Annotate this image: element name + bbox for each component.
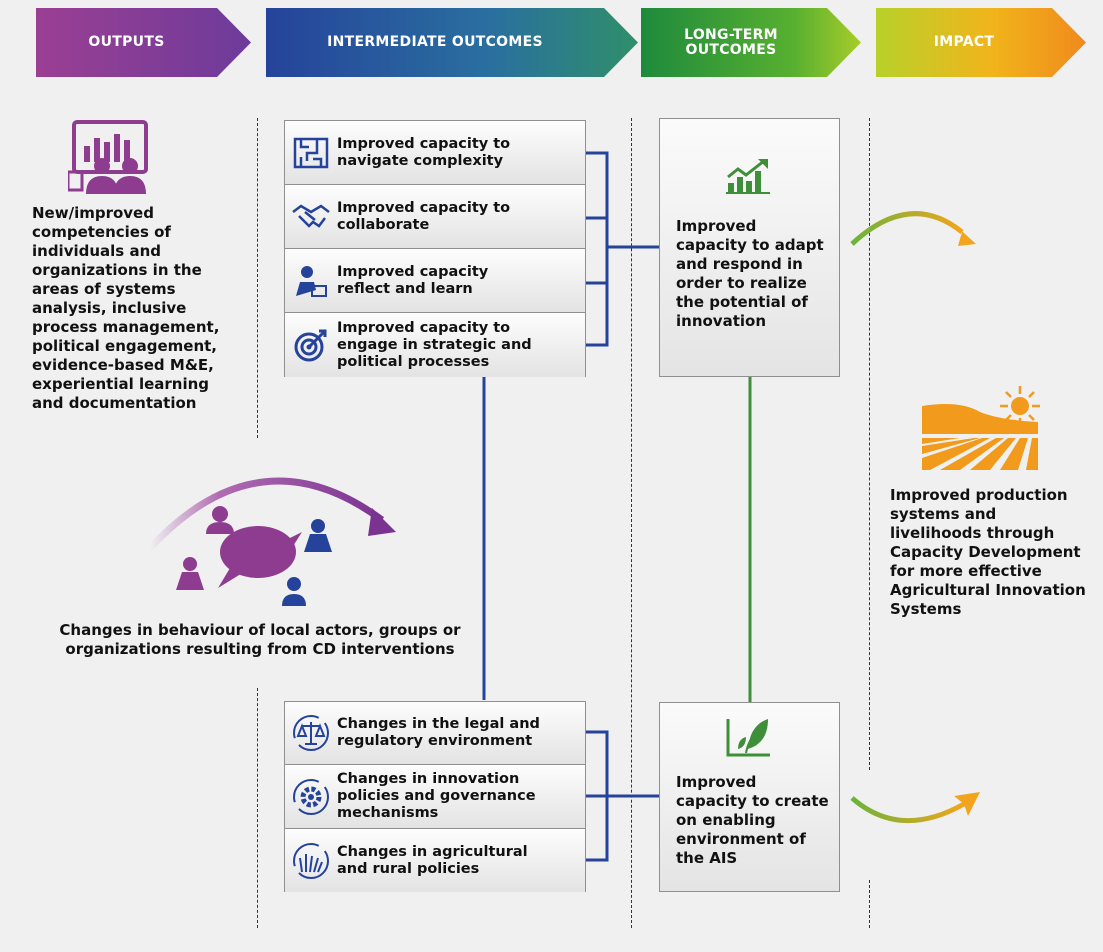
impact-text: Improved production systems and liveliho… — [890, 486, 1086, 618]
grass-icon — [285, 829, 337, 892]
arrow-to-impact-top — [850, 211, 976, 246]
divider — [869, 880, 870, 928]
banner-outputs: OUTPUTS — [36, 8, 251, 77]
divider — [631, 118, 632, 928]
banner-intermediate-outcomes: INTERMEDIATE OUTCOMES — [266, 8, 638, 77]
behaviour-arc-arrow — [147, 477, 396, 551]
longterm-enable-text: Improved capacity to create on enabling … — [676, 773, 829, 867]
divider — [257, 118, 258, 438]
scales-icon — [285, 702, 337, 764]
divider — [869, 118, 870, 770]
banner-impact: IMPACT — [876, 8, 1086, 77]
gear-icon — [285, 765, 337, 828]
longterm-adapt-text: Improved capacity to adapt and respond i… — [676, 217, 824, 330]
arrow-to-impact-bottom — [850, 792, 980, 823]
maze-icon — [285, 121, 337, 184]
outputs-competencies-text: New/improved competencies of individuals… — [32, 204, 220, 412]
handshake-icon — [285, 185, 337, 248]
divider — [257, 688, 258, 928]
presentation-icon — [66, 120, 158, 198]
growth-chart-icon — [724, 157, 772, 199]
outputs-behaviour-text: Changes in behaviour of local actors, gr… — [59, 621, 461, 658]
longterm-enable-box: Improved capacity to create on enabling … — [659, 702, 840, 892]
target-icon — [285, 313, 337, 377]
farm-field-sun-icon — [920, 382, 1040, 476]
plant-growth-icon — [724, 715, 772, 763]
longterm-adapt-box: Improved capacity to adapt and respond i… — [659, 118, 840, 377]
group-discussion-icon — [170, 502, 370, 614]
person-writing-icon — [285, 249, 337, 312]
